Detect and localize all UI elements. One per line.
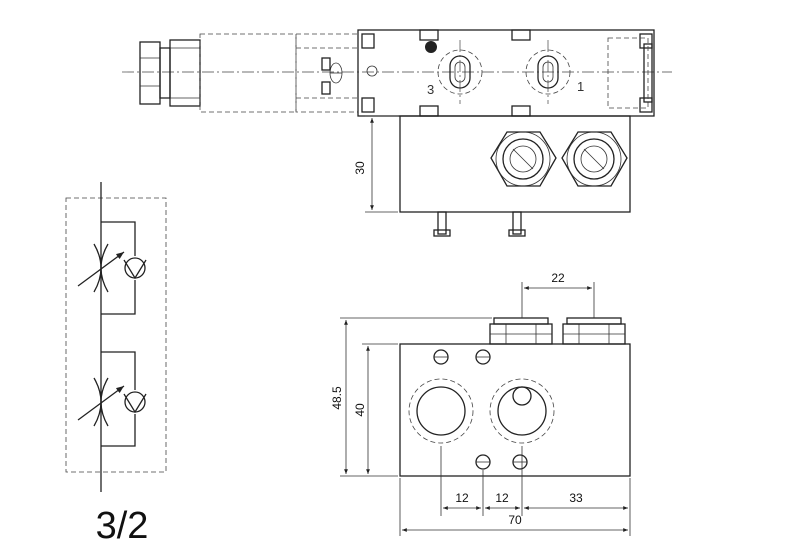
bottom-fittings <box>489 317 626 345</box>
valve-body-top: 3 1 <box>357 29 655 117</box>
dim-text-70: 70 <box>508 513 522 527</box>
mounting-pins <box>433 211 526 237</box>
dim-text-40: 40 <box>353 403 367 417</box>
dimension-30: 30 <box>353 115 398 213</box>
bottom-view: 22 48.5 40 12 12 33 <box>330 271 631 536</box>
front-view: 30 <box>353 115 631 237</box>
mounting-holes <box>433 349 528 470</box>
coil-nut <box>139 39 201 107</box>
ports-bottom <box>408 378 555 444</box>
dim-text-48-5: 48.5 <box>330 386 344 410</box>
end-cap <box>607 37 653 109</box>
throttle-check-upper <box>77 221 147 315</box>
dimension-48-5: 48.5 <box>330 317 492 477</box>
dim-text-12b: 12 <box>495 491 509 505</box>
top-view: 3 1 <box>122 29 672 117</box>
dim-text-12a: 12 <box>455 491 469 505</box>
dim-text-22: 22 <box>551 271 565 285</box>
dimension-chain: 12 12 33 70 <box>399 446 631 536</box>
dim-text-30: 30 <box>353 161 367 175</box>
fitting-left <box>490 131 557 187</box>
throttle-check-lower <box>77 351 147 447</box>
dim-text-33: 33 <box>569 491 583 505</box>
fitting-right <box>561 131 628 187</box>
solenoid-coil <box>199 33 359 113</box>
dimension-22: 22 <box>521 271 595 318</box>
symbol-caption: 3/2 <box>96 505 149 547</box>
port-label-3: 3 <box>427 82 434 97</box>
mounting-hole-marker-icon <box>425 41 437 53</box>
hydraulic-symbol: 3/2 <box>65 182 167 547</box>
port-label-1: 1 <box>577 79 584 94</box>
dimension-40: 40 <box>353 343 398 474</box>
